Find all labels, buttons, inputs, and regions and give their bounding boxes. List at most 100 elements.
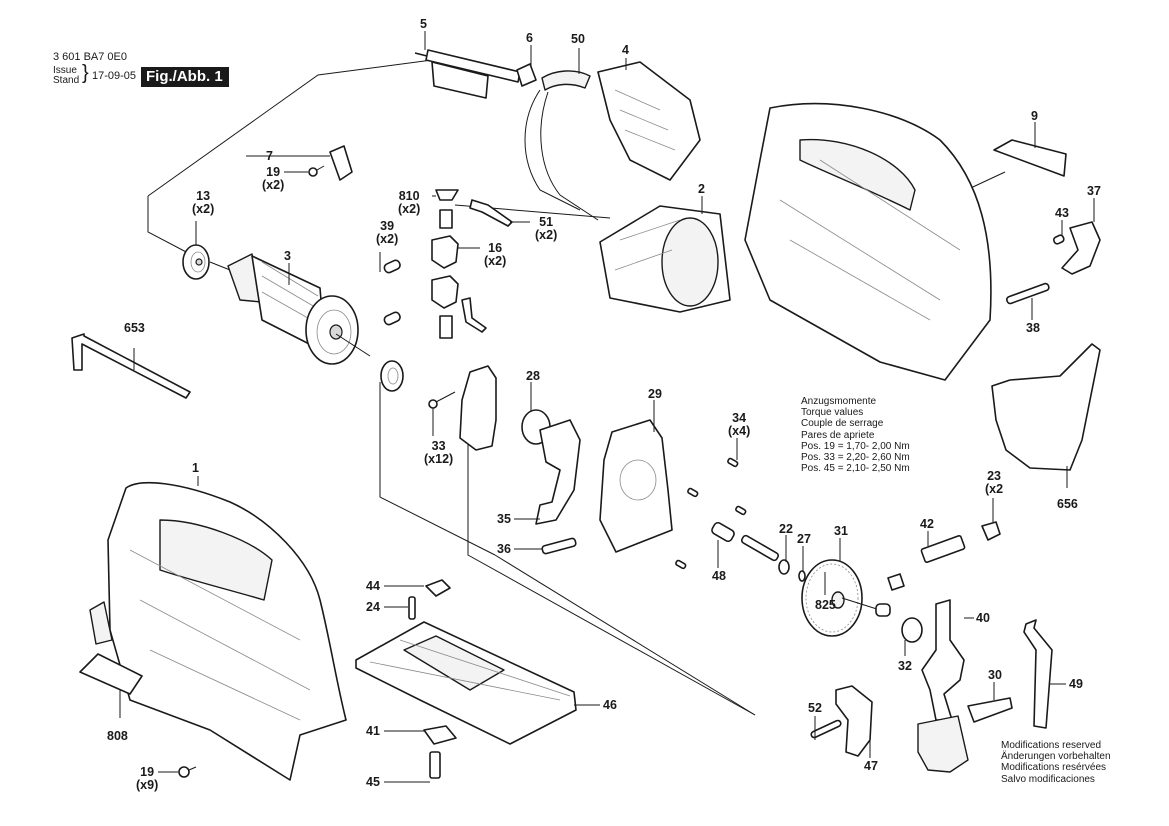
part-41-clamp: [423, 725, 457, 745]
part-13-bearing: [182, 244, 210, 280]
stand-label: Stand: [53, 75, 80, 86]
part-label-4[interactable]: 4: [622, 43, 629, 57]
part-label-32[interactable]: 32: [898, 659, 912, 673]
part-44-nut: [425, 579, 451, 597]
bearing-bracket: [459, 365, 497, 451]
part-label-13[interactable]: 13(x2): [192, 189, 215, 216]
part-label-1[interactable]: 1: [192, 461, 199, 475]
part-51-terminal: [469, 199, 513, 227]
part-label-23[interactable]: 23(x2: [985, 469, 1004, 496]
cable-wires: [524, 89, 599, 221]
part-13-bearing-lower: [380, 360, 404, 392]
bushing: [875, 603, 891, 617]
part-label-35[interactable]: 35: [497, 512, 511, 526]
part-label-40[interactable]: 40: [976, 611, 990, 625]
part-label-825[interactable]: 825: [815, 598, 836, 612]
part-label-3[interactable]: 3: [284, 249, 291, 263]
part-808-label: [79, 653, 143, 695]
part-label-22[interactable]: 22: [779, 522, 793, 536]
part-2-stator: [599, 205, 731, 313]
part-label-45[interactable]: 45: [366, 775, 380, 789]
part-label-16[interactable]: 16(x2): [484, 241, 507, 268]
torque-line: Pares de apriete: [801, 429, 875, 441]
part-label-31[interactable]: 31: [834, 524, 848, 538]
torque-line: Pos. 33 = 2,20- 2,60 Nm: [801, 452, 910, 464]
part-label-43[interactable]: 43: [1055, 206, 1069, 220]
part-50-cable-guide: [541, 70, 591, 91]
part-label-24[interactable]: 24: [366, 600, 380, 614]
figure-label: Fig./Abb. 1: [141, 67, 229, 87]
part-39-pin: [383, 259, 401, 274]
part-label-19-x9[interactable]: 19(x9): [136, 765, 159, 792]
part-label-41[interactable]: 41: [366, 724, 380, 738]
part-19-screw: [308, 165, 325, 177]
part-label-6[interactable]: 6: [526, 31, 533, 45]
part-label-808[interactable]: 808: [107, 729, 128, 743]
part-label-52[interactable]: 52: [808, 701, 822, 715]
part-label-42[interactable]: 42: [920, 517, 934, 531]
part-label-27[interactable]: 27: [797, 532, 811, 546]
torque-line: Pos. 19 = 1,70- 2,00 Nm: [801, 440, 910, 452]
issue-date: 17-09-05: [92, 70, 137, 82]
part-label-46[interactable]: 46: [603, 698, 617, 712]
part-24-pin: [408, 596, 416, 620]
part-51-terminal-lower: [461, 297, 487, 333]
torque-line: Couple de serrage: [801, 418, 884, 430]
part-3-armature: [209, 253, 371, 365]
part-22-washer: [778, 559, 790, 575]
part-label-39[interactable]: 39(x2): [376, 219, 399, 246]
part-label-37[interactable]: 37: [1087, 184, 1101, 198]
part-label-19-x2[interactable]: 19(x2): [262, 165, 285, 192]
part-label-47[interactable]: 47: [864, 759, 878, 773]
modifications-line: Modifications resérvées: [1001, 762, 1107, 774]
part-label-7[interactable]: 7: [266, 149, 273, 163]
part-label-33[interactable]: 33(x12): [424, 439, 454, 466]
modifications-note: Modifications reserved Änderungen vorbeh…: [1001, 740, 1111, 785]
torque-values-note: Anzugsmomente Torque values Couple de se…: [801, 396, 910, 474]
part-label-9[interactable]: 9: [1031, 109, 1038, 123]
part-6-grommet: [516, 63, 537, 87]
part-label-38[interactable]: 38: [1026, 321, 1040, 335]
part-label-653[interactable]: 653: [124, 321, 145, 335]
part-16-brush-holder-lower: [431, 275, 459, 309]
part-label-28[interactable]: 28: [526, 369, 540, 383]
part-39-pin-lower: [383, 311, 401, 326]
dust-port: [89, 601, 113, 645]
torque-line: Torque values: [801, 407, 864, 419]
part-31-gear: [801, 559, 881, 637]
part-810-brush-lower: [439, 315, 453, 339]
part-label-36[interactable]: 36: [497, 542, 511, 556]
part-46-base-plate: [355, 621, 577, 745]
part-37-lever: [1061, 221, 1101, 275]
part-48-sleeve: [711, 521, 735, 543]
part-label-30[interactable]: 30: [988, 668, 1002, 682]
part-label-34[interactable]: 34(x4): [728, 411, 751, 438]
part-label-49[interactable]: 49: [1069, 677, 1083, 691]
part-label-48[interactable]: 48: [712, 569, 726, 583]
part-30-clip: [967, 697, 1013, 723]
modifications-line: Modifications reserved: [1001, 740, 1102, 751]
part-27-ring: [798, 570, 806, 582]
plunger-foot: [917, 715, 969, 773]
modifications-line: Änderungen vorbehalten: [1001, 751, 1111, 763]
part-label-50[interactable]: 50: [571, 32, 585, 46]
leader-lines: [119, 31, 1095, 783]
part-label-29[interactable]: 29: [648, 387, 662, 401]
part-34-pins: [675, 457, 747, 570]
part-23-nut-lower: [887, 573, 905, 591]
part-label-656[interactable]: 656: [1057, 497, 1078, 511]
part-19-screw-lower: [178, 766, 197, 778]
modifications-line: Salvo modificaciones: [1001, 773, 1095, 785]
part-label-810[interactable]: 810(x2): [398, 189, 421, 216]
part-label-51[interactable]: 51(x2): [535, 215, 558, 242]
part-label-44[interactable]: 44: [366, 579, 380, 593]
part-23-nut: [981, 521, 1001, 541]
part-47-roller-holder: [835, 685, 873, 757]
part-52-pin: [810, 719, 842, 739]
part-label-2[interactable]: 2: [698, 182, 705, 196]
brace: }: [82, 62, 89, 84]
part-29-guide-plate: [599, 419, 673, 553]
part-label-5[interactable]: 5: [420, 17, 427, 31]
part-32-bushing: [901, 617, 923, 643]
